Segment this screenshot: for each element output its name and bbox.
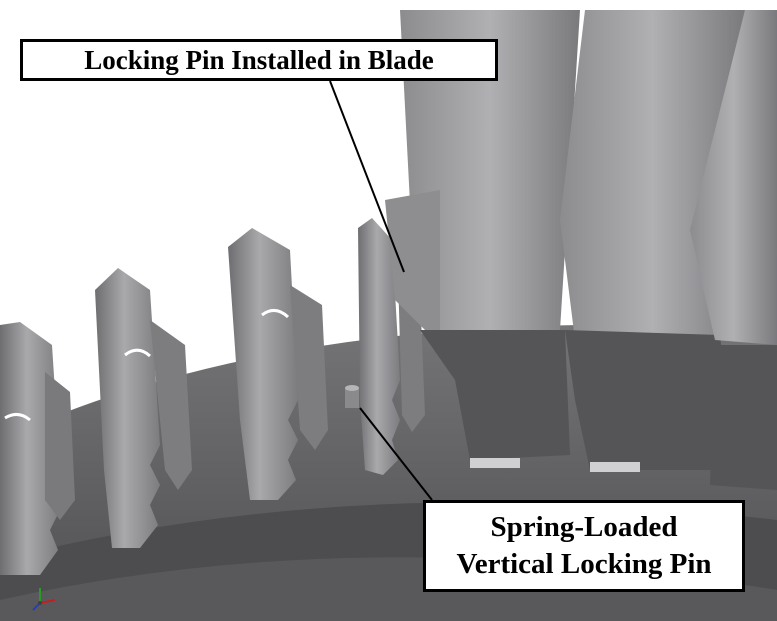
blade-root-highlight	[590, 462, 640, 472]
disk-post-2	[95, 268, 192, 548]
turbine-blades	[385, 10, 777, 490]
vertical-locking-pin	[345, 385, 359, 408]
vertical-locking-pin-callout: Spring-Loaded Vertical Locking Pin	[423, 500, 745, 592]
vertical-locking-pin-label-line2: Vertical Locking Pin	[456, 548, 712, 580]
blade-locking-pin-callout: Locking Pin Installed in Blade	[20, 39, 498, 81]
vertical-locking-pin-label-line1: Spring-Loaded	[490, 511, 678, 543]
disk-posts	[0, 218, 425, 575]
xyz-axis-triad-icon	[32, 588, 56, 611]
disk-post-3	[228, 228, 328, 500]
disk-post-1	[0, 322, 75, 575]
blade-3	[690, 10, 777, 490]
blade-1	[385, 10, 580, 460]
blade-root-highlight	[470, 458, 520, 468]
callout-leaders	[329, 80, 433, 501]
blade-locking-pin-label: Locking Pin Installed in Blade	[84, 45, 434, 75]
